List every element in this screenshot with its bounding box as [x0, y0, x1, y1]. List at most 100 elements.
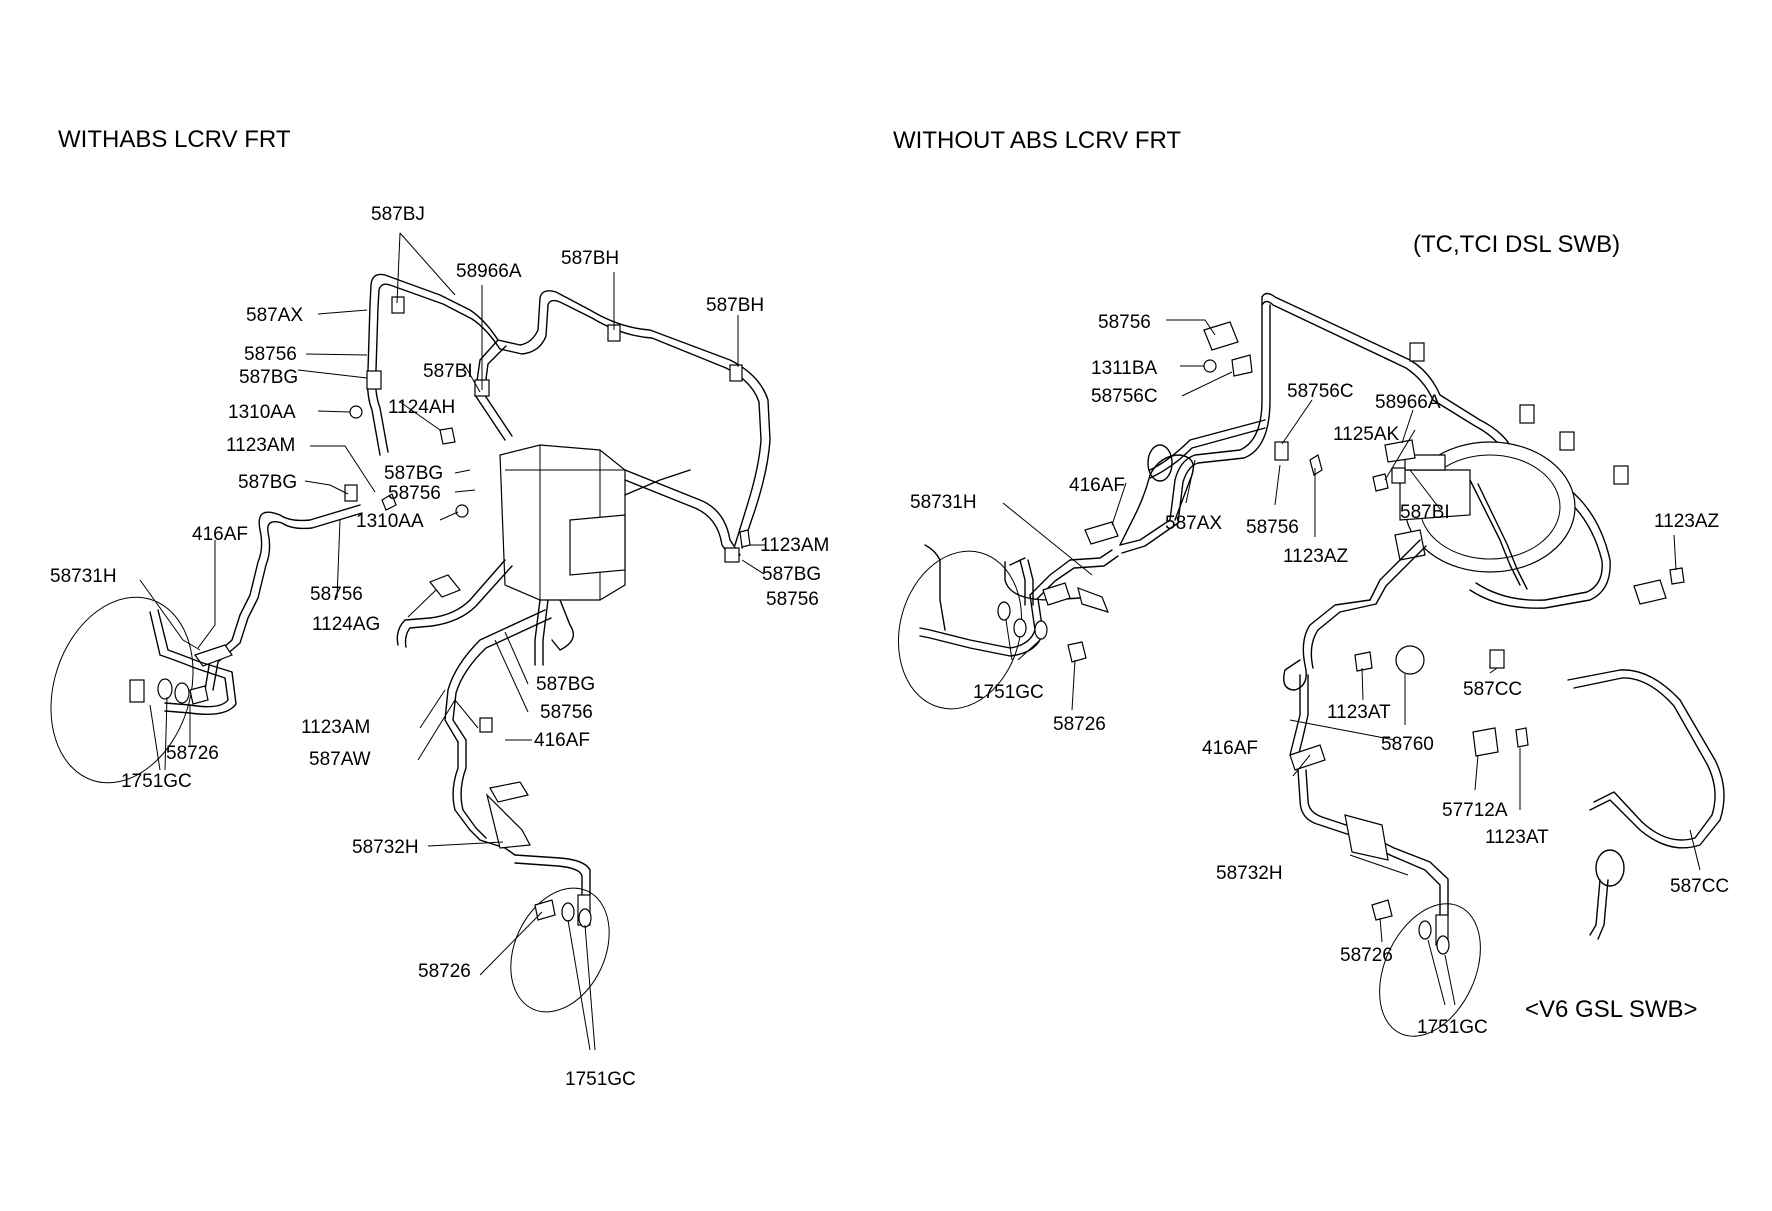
junction-1124ag [429, 574, 461, 598]
master-cylinder [1399, 469, 1471, 521]
part-label: 58756 [766, 589, 819, 610]
part-label: 58756 [244, 344, 297, 365]
part-label: 58726 [1053, 714, 1106, 735]
part-label: 416AF [534, 730, 590, 751]
left-brake-line-assembly [50, 273, 771, 1013]
fitting-587ax-right [1042, 582, 1071, 606]
part-label: 587CC [1670, 876, 1729, 897]
clip-top-d [1613, 465, 1629, 485]
part-label: 416AF [1202, 738, 1258, 759]
part-label: 587BG [238, 472, 297, 493]
nut-1310aa-a [349, 405, 363, 419]
part-label: 1751GC [973, 682, 1044, 703]
part-label: 58756 [1098, 312, 1151, 333]
part-label: 58966A [456, 261, 522, 282]
part-label: 1123AM [760, 535, 829, 556]
part-label: 58756 [388, 483, 441, 504]
part-label: 416AF [1069, 475, 1125, 496]
part-label: 1311BA [1091, 358, 1158, 379]
part-label: 1124AG [312, 614, 380, 635]
part-label: 1123AZ [1654, 511, 1720, 532]
part-label: 587BG [536, 674, 595, 695]
part-label: 58731H [910, 492, 977, 513]
clip-top-b [1519, 404, 1535, 424]
part-label: 1123AT [1327, 702, 1391, 723]
brake-disc-right-rear [1379, 903, 1481, 1037]
brake-disc-left-front [50, 596, 194, 784]
part-label: 587AW [309, 749, 371, 770]
bolt-1123at-a [1354, 651, 1373, 672]
right-brake-line-assembly [897, 292, 1725, 1037]
left-leader-lines [139, 232, 765, 1051]
part-label: 58756C [1287, 381, 1354, 402]
part-label: 58756 [310, 584, 363, 605]
clip-top-c [1559, 431, 1575, 451]
part-label: 587BH [561, 248, 619, 269]
part-label: 1310AA [228, 402, 296, 423]
part-label: 587BH [706, 295, 764, 316]
bolt-1124ah [439, 427, 456, 445]
part-label: 587BG [762, 564, 821, 585]
part-label: 587BG [384, 463, 443, 484]
bolt-1123at-b [1515, 727, 1529, 748]
part-label: 58732H [1216, 863, 1283, 884]
part-label: 58731H [50, 566, 117, 587]
part-label: 587AX [246, 305, 303, 326]
clip-58966a-right [1384, 439, 1416, 463]
part-label: 57712A [1442, 800, 1508, 821]
part-label: 58966A [1375, 392, 1441, 413]
brake-disc-right-front [897, 550, 1023, 710]
part-label: 1123AM [226, 435, 295, 456]
part-label: 1751GC [565, 1069, 636, 1090]
clip-58756c-b [1274, 441, 1289, 461]
nut-1311ba [1203, 359, 1217, 373]
part-label: 587BG [239, 367, 298, 388]
part-label: 587BI [423, 361, 473, 382]
bolt-1123am-a [381, 493, 397, 511]
part-label: 58726 [166, 743, 219, 764]
left-diagram-title: WITHABS LCRV FRT [58, 126, 291, 153]
part-label: 1125AK [1333, 424, 1400, 445]
part-label: 1123AT [1485, 827, 1549, 848]
bolt-1123am-b [739, 529, 751, 548]
clip-587bg-d [724, 547, 740, 563]
bolt-1123az-b [1669, 567, 1685, 585]
clip-1123az-b [1633, 579, 1667, 605]
clip-587cc-a [1489, 649, 1505, 669]
bolt-1125ak [1372, 473, 1389, 492]
part-label: 587CC [1463, 679, 1522, 700]
valve-58760 [1395, 645, 1425, 675]
part-label: 1310AA [356, 511, 424, 532]
part-label: 587BI [1400, 502, 1450, 523]
part-label: 1751GC [121, 771, 192, 792]
fitting-587aw [479, 717, 493, 733]
hose-bracket-58732h [485, 793, 531, 849]
bolt-58726-right-rear [1371, 899, 1393, 921]
part-label: 1751GC [1417, 1017, 1488, 1038]
washer-left-a [157, 678, 173, 700]
right-part-labels: 58756 1311BA 58756C 58756C 58966A 1125AK… [910, 312, 1729, 1038]
hose-bracket-58731h-right [1077, 587, 1110, 613]
part-label: 1123AZ [1283, 546, 1349, 567]
nut-1310aa-b [455, 504, 469, 518]
washer-left-b [174, 682, 190, 704]
clip-587bg-a [366, 370, 382, 390]
clip-58756-right-a [1203, 321, 1239, 351]
part-label: 58756 [540, 702, 593, 723]
clip-58756c-a [1231, 354, 1253, 377]
part-label: 58726 [1340, 945, 1393, 966]
part-label: 58756C [1091, 386, 1158, 407]
bolt-58726-left [189, 685, 209, 705]
bolt-58726-lower [534, 899, 556, 921]
part-label: 1124AH [388, 397, 455, 418]
bracket-416af-lower [489, 781, 529, 803]
bolt-58726-right-front [1067, 641, 1087, 663]
clip-587bj [391, 296, 405, 314]
part-label: 58732H [352, 837, 419, 858]
clip-587bi-right [1391, 467, 1406, 484]
caliper-fitting-left [129, 679, 145, 703]
part-label: 587BJ [371, 204, 425, 225]
part-label: 416AF [192, 524, 248, 545]
clip-587bh-b [729, 364, 743, 382]
